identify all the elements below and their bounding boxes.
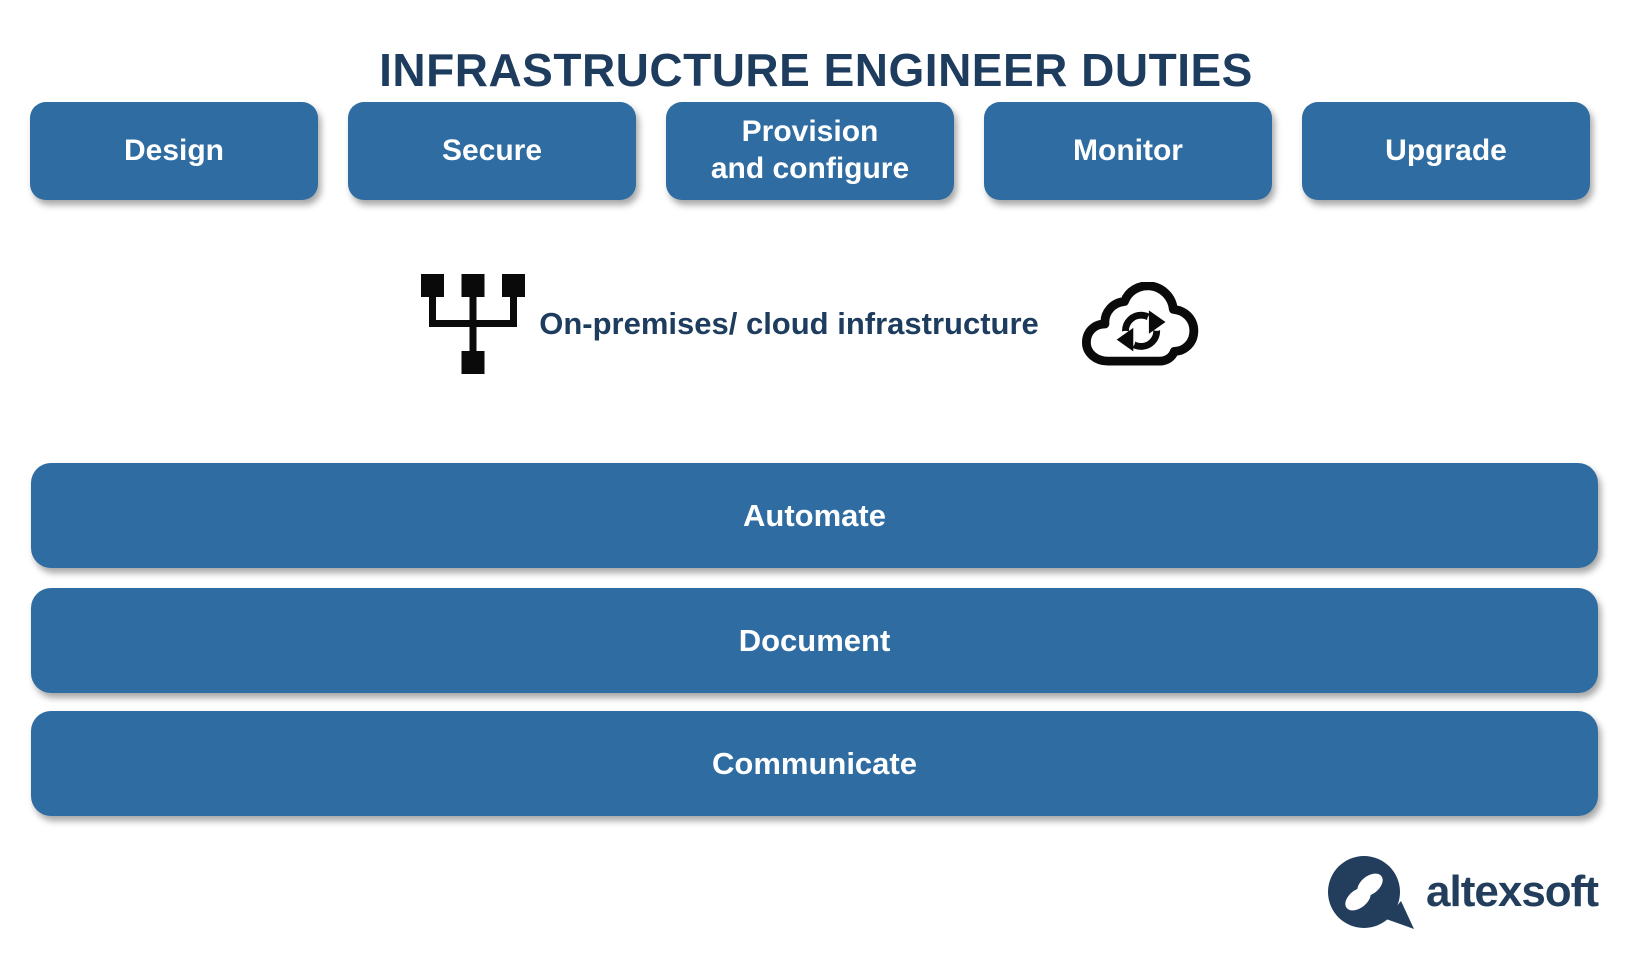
brand-footer: altexsoft xyxy=(1326,853,1599,931)
infrastructure-row: On-premises/ cloud infrastructure xyxy=(0,272,1632,376)
duty-box-design: Design xyxy=(30,102,318,200)
duty-label: Upgrade xyxy=(1385,133,1507,167)
duty-label: Secure xyxy=(441,133,543,167)
duty-box-monitor: Monitor xyxy=(984,102,1272,200)
duty-label: Monitor xyxy=(1073,133,1183,167)
bar-communicate: Communicate xyxy=(31,711,1598,816)
duty-label: Design xyxy=(123,133,225,167)
page-title: INFRASTRUCTURE ENGINEER DUTIES xyxy=(379,43,1253,96)
network-sitemap-icon xyxy=(421,274,526,374)
bar-automate: Automate xyxy=(31,463,1598,568)
brand-name: altexsoft xyxy=(1426,867,1599,916)
bar-label: Communicate xyxy=(712,745,917,781)
cloud-sync-icon xyxy=(1081,282,1199,366)
duties-row: Design Secure Provision and configure Mo… xyxy=(30,102,1590,200)
bar-document: Document xyxy=(31,588,1598,693)
duty-label-line2: and configure xyxy=(710,152,910,185)
bar-label: Document xyxy=(738,622,891,658)
duty-box-provision-and-configure: Provision and configure xyxy=(666,102,954,200)
bar-label: Automate xyxy=(743,497,886,533)
duty-box-secure: Secure xyxy=(348,102,636,200)
duty-label-line1: Provision xyxy=(741,115,879,149)
altexsoft-logo-icon xyxy=(1328,856,1415,929)
duty-box-upgrade: Upgrade xyxy=(1302,102,1590,200)
infrastructure-label: On-premises/ cloud infrastructure xyxy=(539,306,1039,341)
